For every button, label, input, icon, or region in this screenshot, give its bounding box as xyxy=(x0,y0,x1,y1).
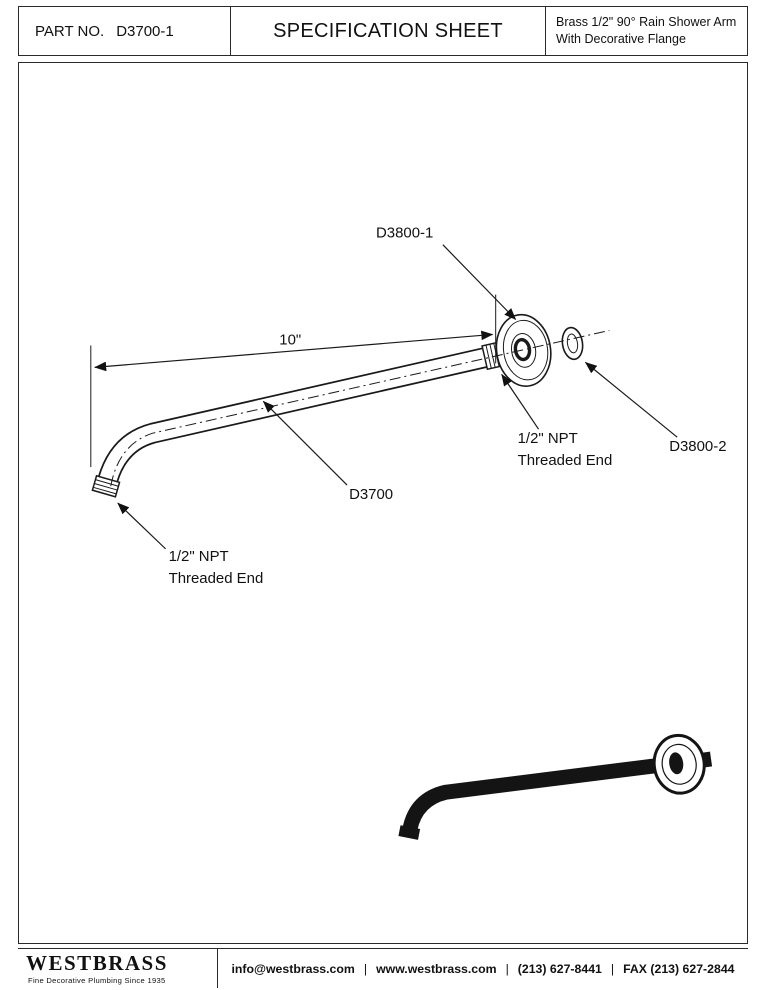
arm-part-label: D3700 xyxy=(349,486,393,503)
dimension-line xyxy=(94,330,494,372)
brand-block: WESTBRASS Fine Decorative Plumbing Since… xyxy=(18,949,218,988)
footer-website: www.westbrass.com xyxy=(376,961,497,976)
silhouette-tip-thread xyxy=(398,825,421,840)
silhouette-flange-inner xyxy=(661,743,697,785)
callout-d3800-1: D3800-1 xyxy=(376,225,517,320)
npt-left-line2: Threaded End xyxy=(169,570,264,587)
npt-right-line2: Threaded End xyxy=(518,452,613,469)
footer-email: info@westbrass.com xyxy=(231,961,355,976)
footer-phone: (213) 627-8441 xyxy=(517,961,602,976)
silhouette-arm xyxy=(402,755,677,831)
spec-diagram: 10" D3800-1 D3700 1/2" NPT Threaded End xyxy=(90,225,727,840)
separator: | xyxy=(610,961,615,976)
product-line-1: Brass 1/2" 90° Rain Shower Arm xyxy=(556,14,737,29)
leader-npt-right xyxy=(501,373,540,430)
centerline xyxy=(110,329,610,487)
dimension-label: 10" xyxy=(279,331,301,348)
callout-d3700: D3700 xyxy=(262,400,393,503)
leader-npt-left xyxy=(117,502,167,550)
npt-left-line1: 1/2" NPT xyxy=(169,548,229,565)
footer-fax: FAX (213) 627-2844 xyxy=(623,961,735,976)
header: PART NO. D3700-1 SPECIFICATION SHEET Bra… xyxy=(18,6,748,56)
flange2-part-label: D3800-2 xyxy=(669,438,726,455)
separator: | xyxy=(363,961,368,976)
flange2-drawing xyxy=(561,326,584,361)
npt-right-line1: 1/2" NPT xyxy=(518,430,578,447)
part-number-label: PART NO. xyxy=(35,22,105,40)
shower-arm-drawing xyxy=(97,347,489,484)
leader-d3700 xyxy=(262,400,348,486)
leader-d3800-1 xyxy=(442,244,517,320)
dimension-10in: 10" xyxy=(90,294,497,468)
flange-drawing xyxy=(495,313,552,387)
brand-tagline: Fine Decorative Plumbing Since 1935 xyxy=(28,975,166,985)
callout-npt-left: 1/2" NPT Threaded End xyxy=(117,502,264,587)
part-number-value: D3700-1 xyxy=(116,22,174,40)
callout-npt-right: 1/2" NPT Threaded End xyxy=(501,373,613,469)
flange-part-label: D3800-1 xyxy=(376,225,433,242)
callout-d3800-2: D3800-2 xyxy=(584,361,727,455)
sheet-title: SPECIFICATION SHEET xyxy=(231,7,546,55)
footer: WESTBRASS Fine Decorative Plumbing Since… xyxy=(18,948,748,988)
leader-d3800-2 xyxy=(584,361,678,438)
brand-logo: WESTBRASS xyxy=(26,951,168,976)
product-line-2: With Decorative Flange xyxy=(556,32,686,46)
part-number-cell: PART NO. D3700-1 xyxy=(19,7,231,55)
drawing-area: 10" D3800-1 D3700 1/2" NPT Threaded End xyxy=(18,62,748,944)
assembled-view-silhouette xyxy=(398,733,713,840)
separator: | xyxy=(505,961,509,976)
contact-info: info@westbrass.com | www.westbrass.com |… xyxy=(218,949,748,988)
product-description-cell: Brass 1/2" 90° Rain Shower Arm With Deco… xyxy=(546,7,747,55)
threaded-end-left xyxy=(91,474,121,498)
silhouette-flange-hub xyxy=(669,752,684,775)
